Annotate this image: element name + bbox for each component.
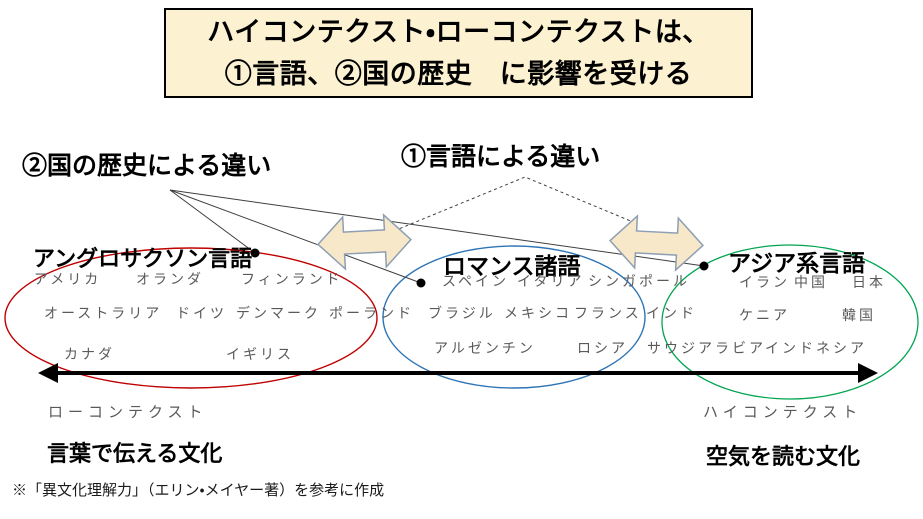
country-label: オランダ xyxy=(136,273,204,288)
country-label: インドネシア xyxy=(765,342,867,357)
country-label: ポーランド xyxy=(329,307,414,322)
connector-dot xyxy=(699,261,709,271)
country-label: フランス xyxy=(574,307,642,322)
country-label: ケニア xyxy=(739,309,790,324)
language-connector-dotted xyxy=(371,176,634,241)
anglo-ellipse xyxy=(4,247,378,389)
group-label-romance: ロマンス諸語 xyxy=(443,253,581,279)
country-label: インド xyxy=(646,307,697,322)
history-connector-lines xyxy=(169,189,705,284)
connector-dot xyxy=(250,248,260,258)
axis-label-low-context: ローコンテクスト xyxy=(48,405,208,421)
group-label-asian: アジア系言語 xyxy=(728,250,866,276)
group-label-anglo-saxon: アングロサクソン言語 xyxy=(33,246,253,271)
country-label: ブラジル xyxy=(428,307,496,322)
history-diff-label: ②国の歴史による違い xyxy=(22,152,272,180)
country-label: アルゼンチン xyxy=(434,342,536,357)
country-label: デンマーク xyxy=(236,307,321,322)
romance-ellipse xyxy=(382,245,646,389)
country-label: ドイツ xyxy=(176,307,227,322)
country-label: イタリア xyxy=(517,275,585,290)
title-line-2: ①言語、②国の歴史 に影響を受ける xyxy=(224,59,693,89)
country-label: 韓国 xyxy=(842,309,876,324)
connector-dot xyxy=(416,278,426,288)
country-label: シンガポール xyxy=(588,275,690,290)
country-label: メキシコ xyxy=(504,307,572,322)
bidirectional-arrow-icon-left xyxy=(317,213,412,271)
country-label: フィンランド xyxy=(241,273,343,288)
country-label: スペイン xyxy=(442,275,510,290)
country-label: イラン xyxy=(739,276,790,291)
axis-label-high-context: ハイコンテクスト xyxy=(703,405,863,421)
bidirectional-arrow-icon-right xyxy=(609,214,704,272)
title-line-1: ハイコンテクスト・ローコンテクストは、 xyxy=(207,17,710,47)
country-label: イギリス xyxy=(226,348,294,363)
country-label: アメリカ xyxy=(34,273,102,288)
country-label: サウジアラビア xyxy=(647,342,766,357)
title-box: ハイコンテクスト・ローコンテクストは、 ①言語、②国の歴史 に影響を受ける xyxy=(164,8,753,98)
country-label: 日本 xyxy=(852,276,886,291)
country-label: カナダ xyxy=(64,348,115,363)
asian-ellipse xyxy=(661,244,919,400)
context-axis-arrow xyxy=(38,363,878,383)
country-label: 中国 xyxy=(794,276,828,291)
country-label: ロシア xyxy=(577,342,628,357)
country-label: オーストラリア xyxy=(44,307,163,322)
culture-label-verbal: 言葉で伝える文化 xyxy=(47,441,223,466)
language-diff-label: ①言語による違い xyxy=(401,143,601,171)
footnote-reference: ※「異文化理解力」（エリン・メイヤー著）を参考に作成 xyxy=(12,482,385,499)
culture-label-implicit: 空気を読む文化 xyxy=(706,444,861,469)
